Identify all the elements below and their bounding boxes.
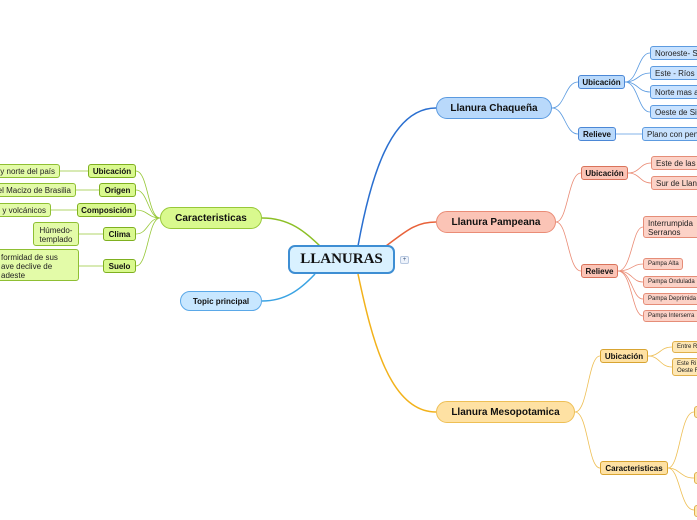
caract-suelo-item[interactable]: formidad de sus ave declive de adeste	[0, 249, 79, 281]
meso-ubicacion-node[interactable]: Ubicación	[600, 349, 648, 363]
pampa-relieve-item[interactable]: Pampa Interserra	[643, 310, 697, 322]
caract-composicion-item[interactable]: s y volcánicos	[0, 203, 51, 217]
meso-caracteristicas-item[interactable]	[694, 406, 697, 418]
chaco-ubicacion-item[interactable]: Oeste de Sie	[650, 105, 697, 119]
central-topic[interactable]: LLANURAS	[288, 245, 395, 274]
meso-ubicacion-item[interactable]: Entre R	[672, 341, 697, 353]
caract-ubicacion-node[interactable]: Ubicación	[88, 164, 136, 178]
llanura-pampeana-node[interactable]: Llanura Pampeana	[436, 211, 556, 233]
meso-caracteristicas-item[interactable]	[694, 472, 697, 484]
chaco-ubicacion-item[interactable]: Noroeste- S	[650, 46, 697, 60]
chaco-ubicacion-item[interactable]: Este - Ríos P	[650, 66, 697, 80]
meso-caracteristicas-item[interactable]	[694, 505, 697, 517]
pampa-ubicacion-item[interactable]: Sur de Llan	[651, 176, 697, 190]
chaco-relieve-node[interactable]: Relieve	[578, 127, 616, 141]
pampa-ubicacion-item[interactable]: Este de las	[651, 156, 697, 170]
caract-origen-item[interactable]: el Macizo de Brasilia	[0, 183, 76, 197]
chaco-ubicacion-item[interactable]: Norte mas a	[650, 85, 697, 99]
topic-principal-node[interactable]: Topic principal	[180, 291, 262, 311]
meso-ubicacion-item[interactable]: Este Ri Oeste R	[672, 358, 697, 376]
caract-suelo-node[interactable]: Suelo	[103, 259, 136, 273]
pampa-ubicacion-node[interactable]: Ubicación	[581, 166, 628, 180]
chaco-relieve-item[interactable]: Plano con pend	[642, 127, 697, 141]
llanura-mesopotamica-node[interactable]: Llanura Mesopotamica	[436, 401, 575, 423]
caract-origen-node[interactable]: Origen	[99, 183, 136, 197]
pampa-relieve-item[interactable]: Pampa Alta	[643, 258, 683, 270]
caracteristicas-node[interactable]: Caracteristicas	[160, 207, 262, 229]
llanura-chaquena-node[interactable]: Llanura Chaqueña	[436, 97, 552, 119]
pampa-relieve-item[interactable]: Interrumpida Serranos	[643, 216, 697, 238]
caract-composicion-node[interactable]: Composición	[77, 203, 136, 217]
chaco-ubicacion-node[interactable]: Ubicación	[578, 75, 625, 89]
caract-clima-node[interactable]: Clima	[103, 227, 136, 241]
pampa-relieve-node[interactable]: Relieve	[581, 264, 618, 278]
expand-icon[interactable]: +	[400, 256, 409, 264]
meso-caracteristicas-node[interactable]: Caracteristicas	[600, 461, 668, 475]
caract-ubicacion-item[interactable]: o y norte del país	[0, 164, 60, 178]
caract-clima-item[interactable]: Húmedo- templado	[33, 222, 79, 246]
pampa-relieve-item[interactable]: Pampa Deprimida	[643, 293, 697, 305]
pampa-relieve-item[interactable]: Pampa Ondulada	[643, 276, 697, 288]
